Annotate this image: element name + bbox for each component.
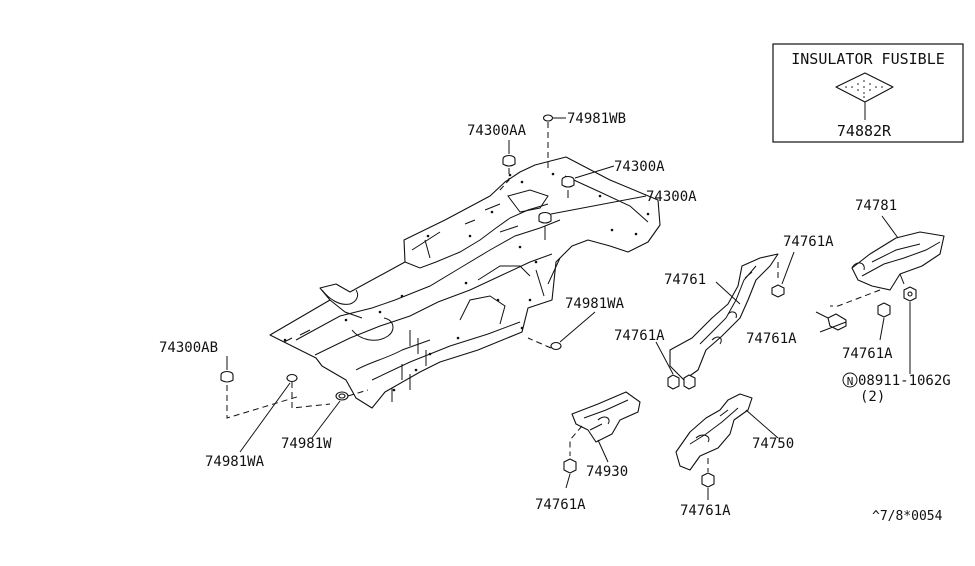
plug-74300aa	[499, 154, 516, 191]
plug-74300a-upper	[561, 175, 575, 198]
label-74981wa-left: 74981WA	[205, 454, 265, 470]
part-labels: 74300AA 74981WB 74300A 74300A 74981WA 74…	[159, 111, 951, 519]
plug-74981wa-left	[286, 373, 331, 409]
insulator-fusible-inset: INSULATOR FUSIBLE 74882R	[772, 43, 964, 143]
label-74761: 74761	[664, 272, 706, 288]
label-74761a-top: 74761A	[783, 234, 834, 250]
plug-74300a-lower	[538, 211, 552, 240]
insulator-pad-icon	[835, 72, 894, 120]
label-74761a-mid: 74761A	[746, 331, 797, 347]
bolt-74761a-bottom-left	[563, 458, 577, 474]
label-74981w: 74981W	[281, 436, 332, 452]
label-74761a-bottom-left: 74761A	[535, 497, 586, 513]
plug-74981wb	[542, 114, 554, 168]
label-74300aa: 74300AA	[467, 123, 527, 139]
heat-shield-74781	[830, 231, 945, 307]
label-08911-1062g: 08911-1062G	[858, 373, 951, 389]
bolt-74761a-right	[877, 302, 891, 318]
bolt-74761a-left-b	[683, 374, 696, 390]
bolt-74761a-left-a	[667, 374, 680, 390]
label-74300a-lower: 74300A	[646, 189, 697, 205]
label-74300a-upper: 74300A	[614, 159, 665, 175]
nut-symbol: N	[847, 375, 854, 388]
label-74781: 74781	[855, 198, 897, 214]
label-74750: 74750	[752, 436, 794, 452]
bolt-74761a-top	[771, 284, 785, 298]
nut-label-group: N 08911-1062G (2)	[842, 372, 951, 405]
plug-74981w	[335, 389, 369, 401]
heat-shield-74750	[675, 393, 753, 472]
leader-lines	[226, 117, 911, 500]
label-74761a-left: 74761A	[614, 328, 665, 344]
plug-74981wa-right	[527, 337, 562, 351]
label-74981wa-right: 74981WA	[565, 296, 625, 312]
inset-part-number: 74882R	[837, 122, 892, 140]
heat-shield-74930	[569, 391, 641, 456]
floor-panel	[269, 156, 661, 409]
nut-08911	[903, 286, 917, 302]
label-74981wb: 74981WB	[567, 111, 626, 127]
bolt-74761a-long	[815, 311, 847, 331]
bolt-74761a-bottom-right	[701, 472, 715, 488]
diagram-code: ^7/8*0054	[872, 509, 943, 524]
heat-shield-74761	[669, 253, 779, 381]
label-nut-quantity: (2)	[860, 389, 885, 405]
label-74930: 74930	[586, 464, 628, 480]
inset-title: INSULATOR FUSIBLE	[791, 50, 945, 68]
label-74761a-right: 74761A	[842, 346, 893, 362]
label-74761a-bottom-right: 74761A	[680, 503, 731, 519]
label-74300ab: 74300AB	[159, 340, 218, 356]
